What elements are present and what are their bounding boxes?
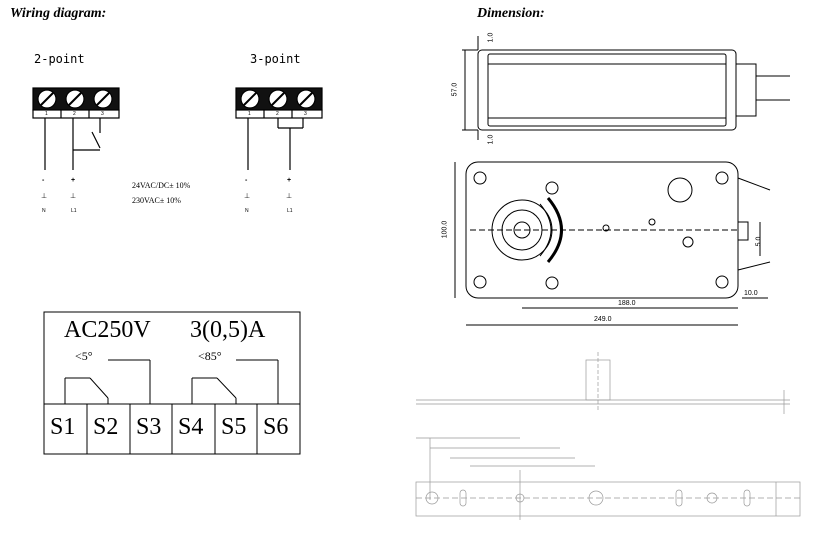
three-point-plus: +: [287, 177, 292, 184]
aux-rating-left: AC250V: [64, 317, 151, 343]
actuator-side-view: [462, 36, 790, 140]
two-point-wire-n: N: [42, 208, 46, 214]
aux-switch-diagram: [43, 311, 301, 455]
aux-angle-left: <5°: [75, 349, 93, 363]
two-point-terminal-3: 3: [101, 111, 104, 117]
three-point-wire-n: N: [245, 208, 249, 214]
aux-terminal-s2: S2: [93, 414, 119, 440]
two-point-ground-l1: ⊥: [70, 193, 77, 200]
three-point-wire-l1: L1: [287, 208, 293, 214]
actuator-top-view: [454, 161, 771, 326]
aux-terminal-s3: S3: [136, 414, 162, 440]
dim-depth: 100.0: [441, 220, 449, 239]
three-point-terminal-2: 2: [276, 111, 279, 117]
dim-top-gap: 1.0: [487, 32, 495, 43]
two-point-minus: -: [42, 177, 45, 184]
dim-height: 57.0: [451, 82, 459, 97]
dim-slot: 5.0: [755, 236, 763, 247]
voltage-line-1: 24VAC/DC± 10%: [132, 181, 191, 190]
dim-length-inner: 188.0: [618, 300, 636, 307]
wiring-diagram-heading: Wiring diagram:: [10, 6, 107, 21]
two-point-plus: +: [71, 177, 76, 184]
bracket-drawings: [415, 352, 801, 520]
two-point-terminal-block: [32, 87, 120, 170]
dim-offset: 10.0: [744, 290, 758, 297]
aux-terminal-s6: S6: [263, 414, 289, 440]
dim-bottom-gap: 1.0: [487, 134, 495, 145]
aux-angle-right: <85°: [198, 349, 222, 363]
three-point-ground-l1: ⊥: [286, 193, 293, 200]
three-point-label: 3-point: [250, 52, 301, 66]
two-point-label: 2-point: [34, 52, 85, 66]
dim-length-total: 249.0: [594, 316, 612, 323]
aux-terminal-s4: S4: [178, 414, 204, 440]
three-point-minus: -: [245, 177, 248, 184]
aux-rating-right: 3(0,5)A: [190, 317, 266, 343]
three-point-ground-n: ⊥: [244, 193, 251, 200]
dimension-heading: Dimension:: [477, 6, 545, 21]
two-point-terminal-2: 2: [73, 111, 76, 117]
voltage-line-2: 230VAC± 10%: [132, 196, 181, 205]
two-point-ground-n: ⊥: [41, 193, 48, 200]
two-point-terminal-1: 1: [45, 111, 48, 117]
three-point-terminal-block: [235, 87, 323, 170]
three-point-terminal-1: 1: [248, 111, 251, 117]
aux-terminal-s5: S5: [221, 414, 247, 440]
two-point-wire-l1: L1: [71, 208, 77, 214]
aux-terminal-s1: S1: [50, 414, 76, 440]
three-point-terminal-3: 3: [304, 111, 307, 117]
